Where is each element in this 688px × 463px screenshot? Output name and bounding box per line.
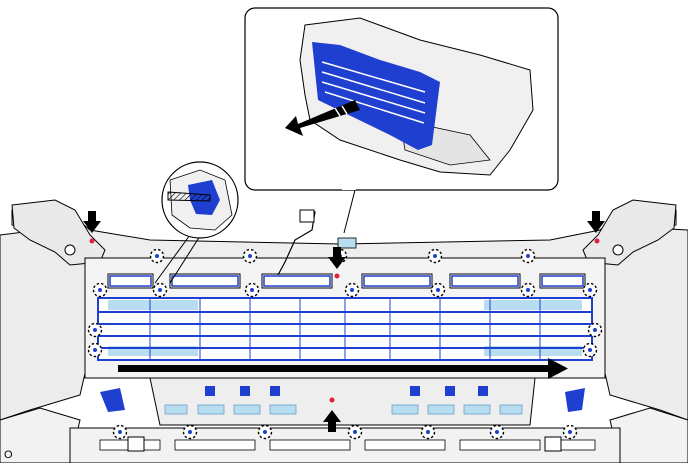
upper-slot-row xyxy=(107,273,586,289)
left-bracket-hole xyxy=(64,244,76,256)
up-arrow-icon xyxy=(323,410,341,432)
clip-center-dot xyxy=(155,254,159,258)
clip-center-dot xyxy=(350,288,354,292)
clip-center-dot xyxy=(353,430,357,434)
right-bracket-hole xyxy=(612,244,624,256)
lower-panel-slots xyxy=(164,404,523,415)
pin-marker-icon xyxy=(334,273,340,279)
pin-marker-icon xyxy=(329,397,335,403)
pin-marker-icon xyxy=(89,238,95,244)
inset-grille-bars xyxy=(321,61,426,124)
inset-pull-arrow-icon xyxy=(285,100,360,136)
clip-center-dot xyxy=(526,254,530,258)
corner-label: O xyxy=(4,449,13,461)
inset-pointer xyxy=(343,189,356,234)
pull-arrow-shaft xyxy=(118,365,550,372)
down-arrow-icon xyxy=(587,211,605,233)
clip-circles xyxy=(87,248,603,440)
upper-slot-highlights xyxy=(109,275,584,287)
clip-center-dot xyxy=(188,430,192,434)
pin-marker-icon xyxy=(594,238,600,244)
detail-tool-icon xyxy=(167,191,211,202)
pull-arrow-icon xyxy=(548,358,568,379)
connector xyxy=(299,209,315,223)
clip-center-dot xyxy=(568,430,572,434)
lower-grille xyxy=(97,297,593,361)
left-bottom-square xyxy=(127,436,145,452)
clip-center-dot xyxy=(426,430,430,434)
clip-center-dot xyxy=(93,328,97,332)
clip-center-dot xyxy=(98,288,102,292)
clip-center-dot xyxy=(263,430,267,434)
clip-center-dot xyxy=(436,288,440,292)
left-blue-tab xyxy=(100,388,125,412)
clip-center-dot xyxy=(433,254,437,258)
bumper-assembly xyxy=(0,199,688,463)
arrows xyxy=(83,211,605,432)
right-bottom-square xyxy=(544,436,562,452)
inset-detail xyxy=(244,7,559,234)
clip-center-dot xyxy=(118,430,122,434)
clip-center-dot xyxy=(593,328,597,332)
lower-panel-clips xyxy=(205,386,488,396)
clip-center-dot xyxy=(93,348,97,352)
down-arrow-icon xyxy=(83,211,101,233)
clip-center-dot xyxy=(248,254,252,258)
clip-center-dot xyxy=(495,430,499,434)
center-clip-blue xyxy=(337,237,357,249)
right-lower-corner xyxy=(609,407,688,463)
pin-markers xyxy=(89,238,600,403)
down-arrow-icon xyxy=(328,247,346,269)
detail-circle xyxy=(154,161,239,284)
clip-center-dot xyxy=(588,288,592,292)
clip-center-dot xyxy=(588,348,592,352)
right-blue-tab xyxy=(565,388,585,412)
clip-center-dot xyxy=(250,288,254,292)
clip-center-dot xyxy=(158,288,162,292)
clip-center-dot xyxy=(526,288,530,292)
lower-panel xyxy=(149,377,536,426)
